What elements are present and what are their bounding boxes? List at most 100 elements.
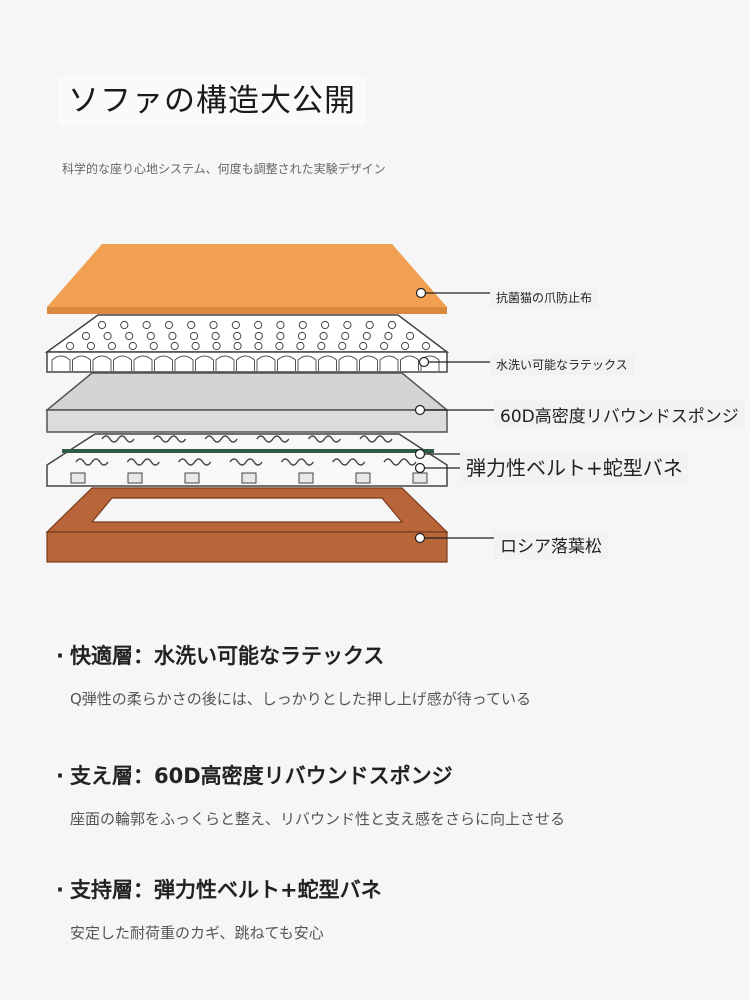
latex-hole bbox=[125, 331, 134, 341]
fabric-side bbox=[47, 307, 447, 314]
callout-dot bbox=[414, 532, 426, 544]
latex-arch bbox=[318, 355, 337, 371]
feature-title: ·支持層：弾力性ベルト+蛇型バネ bbox=[56, 874, 390, 904]
latex-hole bbox=[320, 320, 330, 330]
latex-hole bbox=[387, 320, 397, 330]
sponge-side bbox=[46, 409, 448, 433]
latex-hole bbox=[168, 331, 177, 341]
latex-hole bbox=[170, 341, 179, 351]
latex-hole bbox=[97, 320, 107, 330]
spring-coil bbox=[280, 458, 314, 466]
layer-belt-spring bbox=[46, 433, 448, 487]
latex-arch bbox=[154, 355, 173, 371]
layer-wood-frame bbox=[45, 487, 449, 563]
latex-holes bbox=[65, 320, 431, 351]
feature-description: 座面の輪郭をふっくらと整え、リバウンド性と支え感をさらに向上させる bbox=[70, 810, 566, 828]
latex-hole bbox=[189, 331, 199, 341]
latex-arch bbox=[113, 355, 132, 371]
sofa-layer-diagram bbox=[44, 244, 494, 563]
latex-hole bbox=[233, 341, 242, 351]
callout-leaders bbox=[414, 287, 494, 544]
feature-support: ·支え層：60D高密度リバウンドスポンジ 座面の輪郭をふっくらと整え、リバウンド… bbox=[56, 760, 565, 829]
spring-coil bbox=[256, 435, 290, 443]
latex-hole bbox=[128, 341, 137, 351]
layer-latex bbox=[44, 314, 450, 373]
spring-coil bbox=[153, 435, 187, 443]
spring-coil bbox=[229, 458, 263, 466]
feature-title: ·快適層：水洗い可能なラテックス bbox=[56, 640, 531, 670]
spring-clip bbox=[127, 472, 143, 484]
callout-dot bbox=[414, 448, 426, 460]
feature-comfort: ·快適層：水洗い可能なラテックス Q弾性の柔らかさの後には、しっかりとした押し上… bbox=[56, 640, 531, 709]
wood-frame-side bbox=[46, 531, 448, 563]
spring-clip bbox=[412, 472, 428, 484]
latex-hole bbox=[297, 331, 307, 341]
latex-hole bbox=[380, 341, 389, 351]
callout-dot bbox=[414, 404, 426, 416]
latex-hole bbox=[142, 320, 151, 330]
page-subtitle: 科学的な座り心地システム、何度も調整された実験デザイン bbox=[62, 162, 386, 176]
latex-hole bbox=[146, 331, 155, 341]
latex-arch bbox=[195, 355, 214, 371]
spring-clip bbox=[355, 472, 371, 484]
latex-hole bbox=[212, 341, 221, 351]
latex-arch bbox=[338, 355, 358, 371]
spring-clip bbox=[70, 472, 86, 484]
wood-frame-top bbox=[45, 487, 449, 533]
spring-coil bbox=[126, 458, 160, 466]
latex-arch bbox=[256, 355, 276, 371]
feature-bullet: · bbox=[56, 764, 64, 788]
latex-arch bbox=[92, 355, 112, 371]
callout-sponge: 60D高密度リバウンドスポンジ bbox=[494, 400, 745, 429]
page-title: ソファの構造大公開 bbox=[58, 76, 366, 126]
spring-coil bbox=[383, 458, 417, 466]
latex-arch bbox=[51, 355, 71, 371]
callout-latex: 水洗い可能なラテックス bbox=[490, 354, 634, 375]
feature-bullet: · bbox=[56, 878, 64, 902]
latex-hole bbox=[107, 341, 116, 351]
callout-dot bbox=[415, 287, 427, 299]
latex-arch bbox=[277, 355, 296, 371]
latex-hole bbox=[405, 331, 415, 341]
feature-title-text: 支持層：弾力性ベルト+蛇型バネ bbox=[70, 878, 382, 902]
latex-hole bbox=[343, 320, 352, 330]
latex-hole bbox=[359, 341, 368, 351]
layer-sponge bbox=[44, 372, 450, 433]
fabric-top bbox=[47, 244, 447, 307]
latex-arch bbox=[236, 355, 255, 371]
spring-coil bbox=[101, 435, 135, 443]
callout-belt-spring: 弾力性ベルト+蛇型バネ bbox=[460, 450, 689, 483]
latex-hole bbox=[209, 320, 218, 330]
latex-arch bbox=[379, 355, 399, 371]
spring-clip bbox=[298, 472, 314, 484]
sponge-top bbox=[44, 372, 450, 411]
spring-coil bbox=[204, 435, 238, 443]
latex-hole bbox=[254, 320, 263, 330]
spring-clip bbox=[184, 472, 200, 484]
latex-arch bbox=[215, 355, 235, 371]
spring-coil bbox=[332, 458, 366, 466]
spring-coil bbox=[359, 435, 393, 443]
latex-hole bbox=[298, 320, 307, 330]
latex-hole bbox=[338, 341, 347, 351]
latex-arch bbox=[400, 355, 419, 371]
callout-wood: ロシア落葉松 bbox=[494, 530, 608, 559]
spring-coil bbox=[178, 458, 212, 466]
latex-hole bbox=[120, 320, 129, 330]
latex-hole bbox=[191, 341, 200, 351]
latex-hole bbox=[319, 331, 328, 341]
latex-arch bbox=[174, 355, 194, 371]
latex-hole bbox=[254, 331, 263, 341]
latex-hole bbox=[231, 320, 240, 330]
feature-title: ·支え層：60D高密度リバウンドスポンジ bbox=[56, 760, 565, 790]
latex-arches bbox=[51, 355, 440, 371]
callout-dot bbox=[418, 356, 430, 368]
feature-base: ·支持層：弾力性ベルト+蛇型バネ 安定した耐荷重のカギ、跳ねても安心 bbox=[56, 874, 390, 943]
latex-arch bbox=[297, 355, 317, 371]
feature-bullet: · bbox=[56, 644, 64, 668]
callout-dot bbox=[414, 462, 426, 474]
latex-hole bbox=[86, 341, 96, 351]
latex-side bbox=[46, 351, 448, 373]
latex-hole bbox=[276, 320, 285, 330]
latex-hole bbox=[365, 320, 374, 330]
